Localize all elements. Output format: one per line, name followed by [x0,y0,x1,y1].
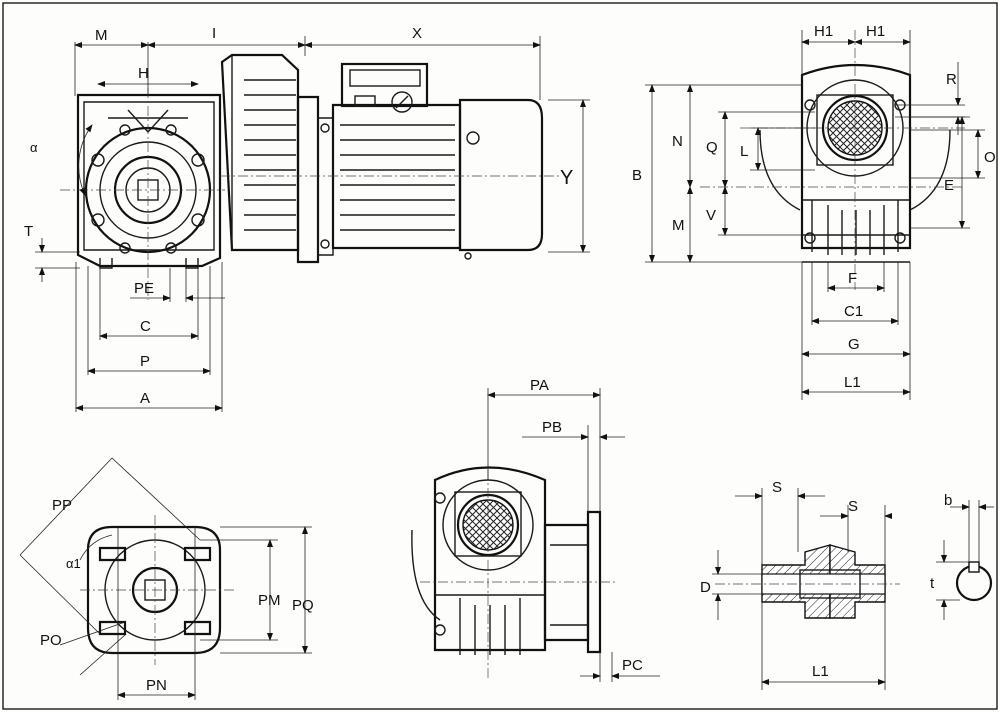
dim-label-PP: PP [52,497,72,514]
dim-label-I: I [212,25,216,42]
dim-label-S-right: S [848,498,858,515]
dim-label-O: O [984,149,996,166]
dim-label-C1: C1 [844,303,863,320]
dim-label-L1-front: L1 [844,374,861,391]
dim-label-H1-right: H1 [866,23,885,40]
dim-label-S-left: S [772,479,782,496]
dim-label-B: B [632,167,642,184]
dim-label-C: C [140,318,151,335]
dim-label-Y: Y [560,167,573,189]
dim-label-b: b [944,492,952,509]
dim-label-P: P [140,353,150,370]
dim-label-M-front: M [672,217,685,234]
dim-label-T: T [24,223,33,240]
dim-label-H1-left: H1 [814,23,833,40]
dim-label-E: E [944,177,954,194]
dim-label-L: L [740,143,748,160]
dim-label-PQ: PQ [292,597,314,614]
dim-label-R: R [946,71,957,88]
flange-view: PP α1 PM PQ PO PN [19,457,314,700]
dim-label-X: X [412,25,422,42]
dim-label-PM: PM [258,592,281,609]
dim-label-H: H [138,65,149,82]
output-flange-view: PA PB PC [411,377,660,682]
dim-label-L1-shaft: L1 [812,663,829,680]
dim-label-alpha: α [30,140,38,155]
dim-label-F: F [848,270,857,287]
dim-label-PA: PA [530,377,549,394]
shaft-section-view: S S D L1 [700,479,900,690]
dim-label-N: N [672,133,683,150]
dim-label-D: D [700,579,711,596]
dim-label-alpha1: α1 [66,556,81,571]
dim-label-V: V [706,207,716,224]
dim-label-PN: PN [146,677,167,694]
keyway-detail: b t [930,492,994,620]
dim-label-Q: Q [706,139,718,156]
dim-label-PE: PE [134,280,154,297]
dim-label-M: M [95,27,108,44]
dim-label-PO: PO [40,632,62,649]
dim-label-PC: PC [622,657,643,674]
front-view: H1 H1 R N Q L O B E M V F C1 G L1 [632,23,996,400]
side-view: M I X H Y α T PE C P A [24,25,590,412]
dim-label-A: A [140,390,150,407]
dim-label-PB: PB [542,419,562,436]
dim-label-t: t [930,575,935,592]
dim-label-G: G [848,336,860,353]
